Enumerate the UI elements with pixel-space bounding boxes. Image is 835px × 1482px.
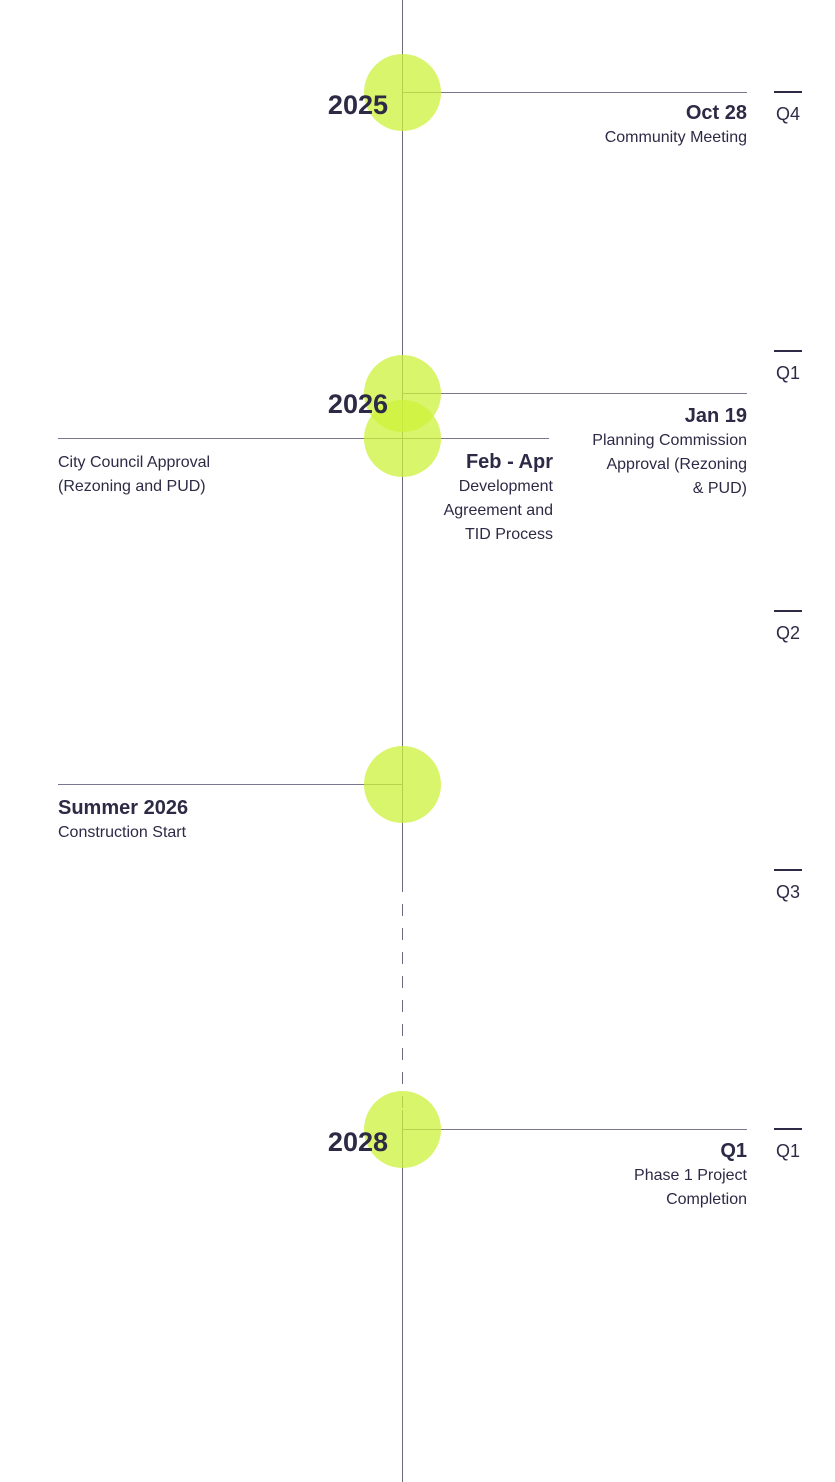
connector	[402, 1129, 747, 1130]
event-date: Jan 19	[684, 405, 747, 427]
year-label: 2028	[327, 1127, 388, 1157]
event-desc: Planning Commission	[592, 432, 747, 449]
timeline-axis-dashed	[402, 880, 403, 1120]
quarter-label: Q2	[775, 623, 800, 643]
connector	[402, 92, 747, 93]
quarter-marker: Q1	[774, 1128, 802, 1162]
quarter-marker: Q2	[774, 610, 802, 644]
event-planning-commission: Jan 19 Planning Commission Approval (Rez…	[592, 403, 747, 501]
connector	[58, 784, 402, 785]
quarter-label: Q1	[775, 363, 800, 383]
milestone-dot	[364, 1091, 441, 1168]
event-date: Feb - Apr	[465, 451, 553, 473]
timeline-axis	[402, 1110, 403, 1482]
event-desc: City Council Approval	[58, 454, 211, 471]
year-label: 2025	[327, 90, 388, 120]
event-community-meeting: Oct 28 Community Meeting	[605, 100, 747, 150]
quarter-marker: Q4	[774, 91, 802, 125]
milestone-dot	[364, 746, 441, 823]
quarter-marker: Q1	[774, 350, 802, 384]
event-date: Q1	[720, 1140, 747, 1162]
event-desc: Community Meeting	[604, 129, 747, 146]
event-phase1-completion: Q1 Phase 1 Project Completion	[634, 1138, 747, 1212]
connector	[402, 393, 747, 394]
quarter-label: Q3	[775, 882, 800, 902]
event-desc: Completion	[666, 1191, 747, 1208]
quarter-marker: Q3	[774, 869, 802, 903]
event-desc: Approval (Rezoning	[606, 456, 747, 473]
quarter-label: Q1	[775, 1141, 800, 1161]
event-desc: TID Process	[464, 526, 553, 543]
year-label: 2026	[327, 389, 388, 419]
event-development-agreement: Feb - Apr Development Agreement and TID …	[444, 449, 553, 547]
event-desc: Construction Start	[58, 824, 187, 841]
event-desc: Agreement and	[443, 502, 553, 519]
event-date: Oct 28	[685, 102, 747, 124]
event-desc: & PUD)	[692, 480, 747, 497]
milestone-dot	[364, 54, 441, 131]
event-desc: Development	[458, 478, 553, 495]
event-date: Summer 2026	[58, 797, 189, 819]
event-city-council: City Council Approval (Rezoning and PUD)	[58, 451, 210, 499]
quarter-label: Q4	[775, 104, 800, 124]
connector	[58, 438, 549, 439]
event-desc: (Rezoning and PUD)	[58, 478, 206, 495]
event-construction-start: Summer 2026 Construction Start	[58, 795, 188, 845]
event-desc: Phase 1 Project	[634, 1167, 747, 1184]
milestone-dot	[364, 400, 441, 477]
